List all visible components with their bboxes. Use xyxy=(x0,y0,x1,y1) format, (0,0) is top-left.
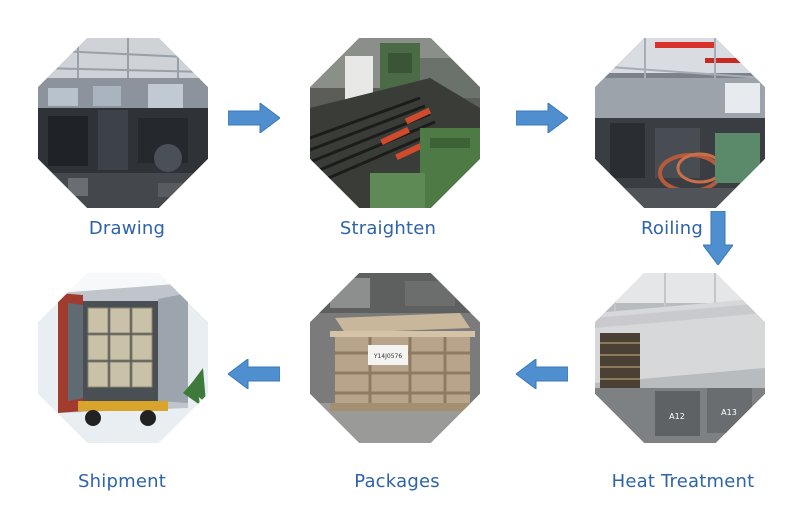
step-label-roiling: Roiling xyxy=(641,218,703,239)
step-roiling-photo xyxy=(595,38,765,208)
packaged-crate-image: Y14J0576 xyxy=(310,273,480,443)
step-label-straighten: Straighten xyxy=(339,218,437,239)
arrow-left-icon xyxy=(516,359,568,389)
arrow-left-icon xyxy=(228,359,280,389)
step-heat-treatment-photo: A12 A13 xyxy=(595,273,765,443)
straightening-machine-image xyxy=(310,38,480,208)
package-tag-text: Y14J0576 xyxy=(373,353,403,360)
step-packages-photo: Y14J0576 xyxy=(310,273,480,443)
arrow-down-icon xyxy=(703,211,733,265)
arrow-right-icon xyxy=(516,103,568,133)
step-label-heat-treatment: Heat Treatment xyxy=(611,471,755,492)
factory-hall-image xyxy=(38,38,208,208)
oven-marker-a13: A13 xyxy=(721,408,737,417)
heat-treatment-furnace-image: A12 A13 xyxy=(595,273,765,443)
step-drawing-photo xyxy=(38,38,208,208)
container-truck-image xyxy=(38,273,208,443)
arrow-right-icon xyxy=(228,103,280,133)
step-label-shipment: Shipment xyxy=(78,471,166,492)
step-shipment-photo xyxy=(38,273,208,443)
step-straighten-photo xyxy=(310,38,480,208)
step-label-packages: Packages xyxy=(354,471,440,492)
rolling-workshop-image xyxy=(595,38,765,208)
step-label-drawing: Drawing xyxy=(88,218,166,239)
oven-marker-a12: A12 xyxy=(669,412,685,421)
